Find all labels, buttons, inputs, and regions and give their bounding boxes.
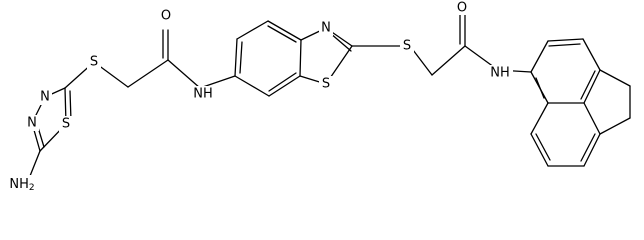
bond — [29, 150, 41, 177]
amide-oxygen-1-label: O — [161, 9, 171, 24]
bond — [583, 133, 601, 167]
bond — [548, 43, 581, 47]
amide-oxygen-2-label: O — [457, 1, 467, 16]
benzothiazole-nitrogen-label: N — [321, 21, 331, 36]
bond — [236, 20, 269, 40]
atom-label-layer: NH2 N N S S O NH N S S O NH — [9, 0, 513, 193]
bond — [599, 117, 631, 135]
bond — [234, 38, 238, 77]
bond — [583, 69, 601, 104]
bond — [580, 70, 596, 100]
bond — [329, 32, 352, 52]
thioether-sulfur-1-label: S — [90, 55, 98, 70]
bond — [267, 25, 297, 43]
bond — [547, 38, 584, 42]
thioether-sulfur-2-label: S — [403, 39, 411, 54]
bond — [535, 77, 545, 99]
bond — [530, 133, 549, 167]
bond — [599, 69, 631, 87]
bond — [234, 75, 270, 97]
bond — [267, 20, 302, 41]
thiadiazole-nitrogen-2-label: N — [40, 90, 50, 105]
thiadiazole-nitrogen-1-label: N — [27, 116, 37, 131]
benzothiazole-sulfur-label: S — [322, 77, 330, 92]
amide-nh-2-label: NH — [490, 66, 510, 81]
svg-text:NH2: NH2 — [9, 177, 34, 194]
amino-nitrogen-label: NH — [9, 177, 29, 192]
bond — [431, 45, 466, 76]
bond — [167, 59, 201, 89]
bond — [268, 72, 297, 92]
bond — [530, 40, 549, 73]
bond — [582, 38, 601, 71]
thiadiazole-sulfur-label: S — [62, 117, 70, 132]
molecule-structure-diagram: NH2 N N S S O NH N S S O NH — [9, 0, 631, 193]
amino-group-label: NH2 — [9, 175, 43, 193]
bond — [127, 59, 169, 88]
bond — [583, 102, 601, 135]
bond-layer — [29, 14, 631, 177]
bond — [239, 41, 243, 74]
bond — [535, 133, 551, 161]
bond — [530, 102, 549, 135]
amino-subscript: 2 — [29, 183, 35, 193]
amide-nh-1-label: NH — [193, 87, 213, 102]
bond — [268, 75, 301, 97]
bond — [580, 133, 596, 162]
bond — [299, 39, 302, 77]
